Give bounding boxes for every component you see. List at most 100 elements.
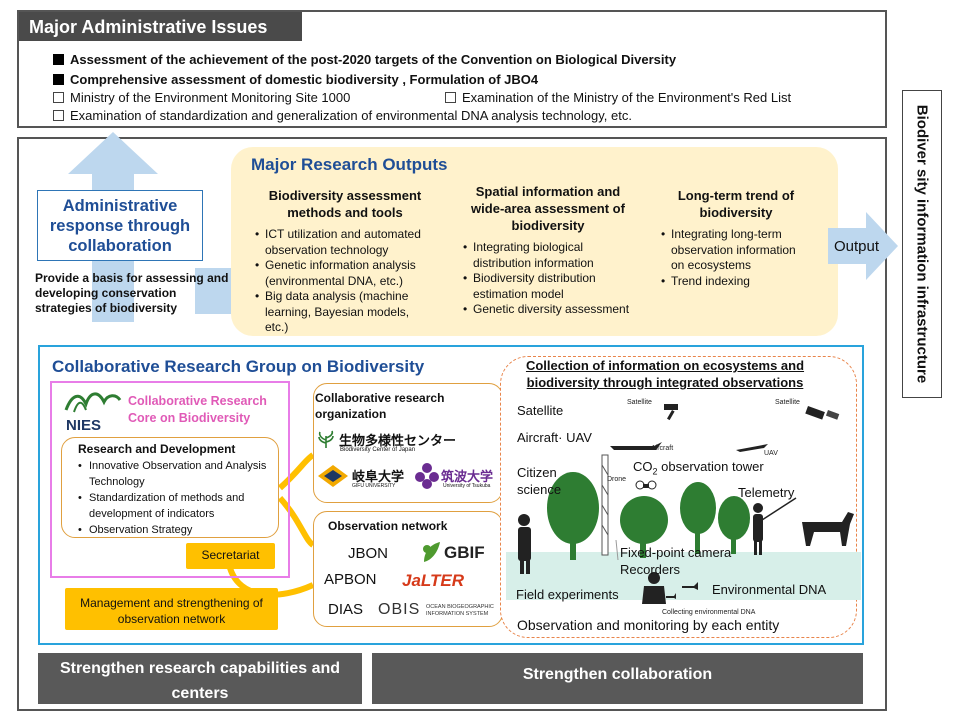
org-member-sub: University of Tsukuba xyxy=(443,483,491,489)
rnd-item: Observation Strategy xyxy=(78,522,278,538)
issue-item: Ministry of the Environment Monitoring S… xyxy=(53,90,350,105)
outputs-title: Major Research Outputs xyxy=(251,155,448,174)
output-item: Big data analysis (machine learning, Bay… xyxy=(255,289,435,336)
tiny-label-uav: UAV xyxy=(764,450,778,457)
empty-square-icon xyxy=(53,92,64,103)
administrative-issues-box: Major Administrative Issues Assessment o… xyxy=(17,10,887,128)
collaborative-group-box: Collaborative Research Group on Biodiver… xyxy=(38,345,864,645)
management-label: Management and strengthening of observat… xyxy=(65,588,278,630)
infrastructure-label: Biodiver sity information infrastructure xyxy=(913,104,931,384)
tiny-label-aircraft: Aircraft xyxy=(651,445,674,452)
rnd-title: Research and Development xyxy=(78,442,236,456)
org-member-sub: GIFU UNIVERSITY xyxy=(352,483,396,489)
strengthen-research-bar: Strengthen research capabilities and cen… xyxy=(38,653,362,704)
tree-icon xyxy=(718,496,750,554)
tree-icon xyxy=(547,472,599,560)
output-item: Integrating long-term observation inform… xyxy=(661,227,811,274)
label-telemetry: Telemetry xyxy=(738,485,795,500)
network-apbon: APBON xyxy=(324,571,377,588)
network-jalter: JaLTER xyxy=(402,571,465,590)
leaf-logo-icon xyxy=(318,430,334,448)
output-heading: Long-term trend of biodiversity xyxy=(677,188,795,220)
secretariat-label: Secretariat xyxy=(186,543,275,569)
aircraft-icon xyxy=(610,442,662,450)
tiny-label-drone: Drone xyxy=(607,476,627,483)
label-recorders: Recorders xyxy=(620,562,680,577)
output-arrow-icon xyxy=(828,212,898,280)
tree-icon xyxy=(620,496,668,558)
tiny-label-collecting: Collecting environmental DNA xyxy=(662,609,756,616)
gbif-logo-icon xyxy=(423,542,440,562)
main-framework-box xyxy=(17,137,887,711)
label-satellite: Satellite xyxy=(517,403,564,418)
label-environmental-dna: Environmental DNA xyxy=(712,582,827,597)
label-field-experiments: Field experiments xyxy=(516,587,619,602)
output-column: Long-term trend of biodiversity Integrat… xyxy=(661,187,811,289)
obis-subtitle: OCEAN BIOGEOGRAPHIC INFORMATION SYSTEM xyxy=(426,604,494,617)
satellite-icon xyxy=(805,406,840,420)
group-title: Collaborative Research Group on Biodiver… xyxy=(52,357,425,376)
network-obis: OBIS xyxy=(378,601,421,618)
tsukuba-logo-icon xyxy=(415,463,439,489)
deer-icon xyxy=(802,512,854,546)
network-title: Observation network xyxy=(328,519,448,533)
output-item: Integrating biological distribution info… xyxy=(463,240,633,271)
rnd-item: Standardization of methods and developme… xyxy=(78,490,278,522)
issue-item: Comprehensive assessment of domestic bio… xyxy=(53,72,538,87)
org-member-name: 岐阜大学 xyxy=(352,469,405,484)
org-member-name: 生物多様性センター xyxy=(339,433,457,448)
network-gbif: GBIF xyxy=(444,543,485,562)
output-column: Biodiversity assessment methods and tool… xyxy=(255,187,435,336)
label-camera: Fixed-point camera xyxy=(620,545,732,560)
issue-item: Examination of standardization and gener… xyxy=(53,108,632,123)
output-item: Biodiversity distribution estimation mod… xyxy=(463,271,633,302)
label-aircraft: Aircraft· UAV xyxy=(517,430,592,445)
gifu-logo-icon xyxy=(318,465,348,487)
research-core-box xyxy=(50,381,290,578)
output-item: ICT utilization and automated observatio… xyxy=(255,227,435,258)
drone-icon xyxy=(635,480,657,490)
camera-stand xyxy=(615,539,619,561)
output-item: Trend indexing xyxy=(661,274,811,290)
org-member-sub: Biodiversity Center of Japan xyxy=(340,447,416,453)
rnd-list: Innovative Observation and Analysis Tech… xyxy=(78,458,278,538)
satellite-icon xyxy=(664,404,678,421)
administrative-response-box: Administrative response through collabor… xyxy=(37,190,203,261)
uav-icon xyxy=(736,444,768,452)
fish-icon xyxy=(682,582,698,590)
integrated-title: Collection of information on ecosystems … xyxy=(525,358,805,390)
output-list: Integrating biological distribution info… xyxy=(463,240,633,318)
filled-square-icon xyxy=(53,74,64,85)
strengthen-collaboration-bar: Strengthen collaboration xyxy=(372,653,863,704)
output-list: Integrating long-term observation inform… xyxy=(661,227,811,289)
org-member-name: 筑波大学 xyxy=(441,469,494,484)
output-item: Genetic information analysis (environmen… xyxy=(255,258,435,289)
output-heading: Spatial information and wide-area assess… xyxy=(471,184,625,233)
observation-scene xyxy=(518,404,854,604)
tree-icon xyxy=(680,482,716,554)
filled-square-icon xyxy=(53,54,64,65)
research-organization-box xyxy=(313,383,503,503)
issue-item: Assessment of the achievement of the pos… xyxy=(53,52,676,67)
nies-logo-text: NIES xyxy=(66,417,101,434)
label-co2-tower: CO2 observation tower xyxy=(633,459,764,477)
output-list: ICT utilization and automated observatio… xyxy=(255,227,435,336)
empty-square-icon xyxy=(445,92,456,103)
observation-network-box xyxy=(313,511,503,627)
person-icon xyxy=(518,514,531,574)
network-jbon: JBON xyxy=(348,545,389,562)
output-item: Genetic diversity assessment xyxy=(463,302,633,318)
research-outputs-panel: Major Research Outputs Biodiversity asse… xyxy=(231,147,838,336)
ground-water-band xyxy=(506,552,861,600)
nies-logo: NIES xyxy=(64,392,122,434)
person-icon xyxy=(753,497,797,555)
rnd-item: Innovative Observation and Analysis Tech… xyxy=(78,458,278,490)
org-title: Collaborative research organization xyxy=(315,391,445,421)
crouching-person-icon xyxy=(642,572,666,604)
tiny-label-satellite: Satellite xyxy=(775,399,800,406)
issues-title: Major Administrative Issues xyxy=(19,12,302,41)
issue-item: Examination of the Ministry of the Envir… xyxy=(445,90,791,105)
basis-text: Provide a basis for assessing and develo… xyxy=(35,271,229,315)
output-heading: Biodiversity assessment methods and tool… xyxy=(268,188,422,220)
label-monitoring: Observation and monitoring by each entit… xyxy=(517,617,780,633)
